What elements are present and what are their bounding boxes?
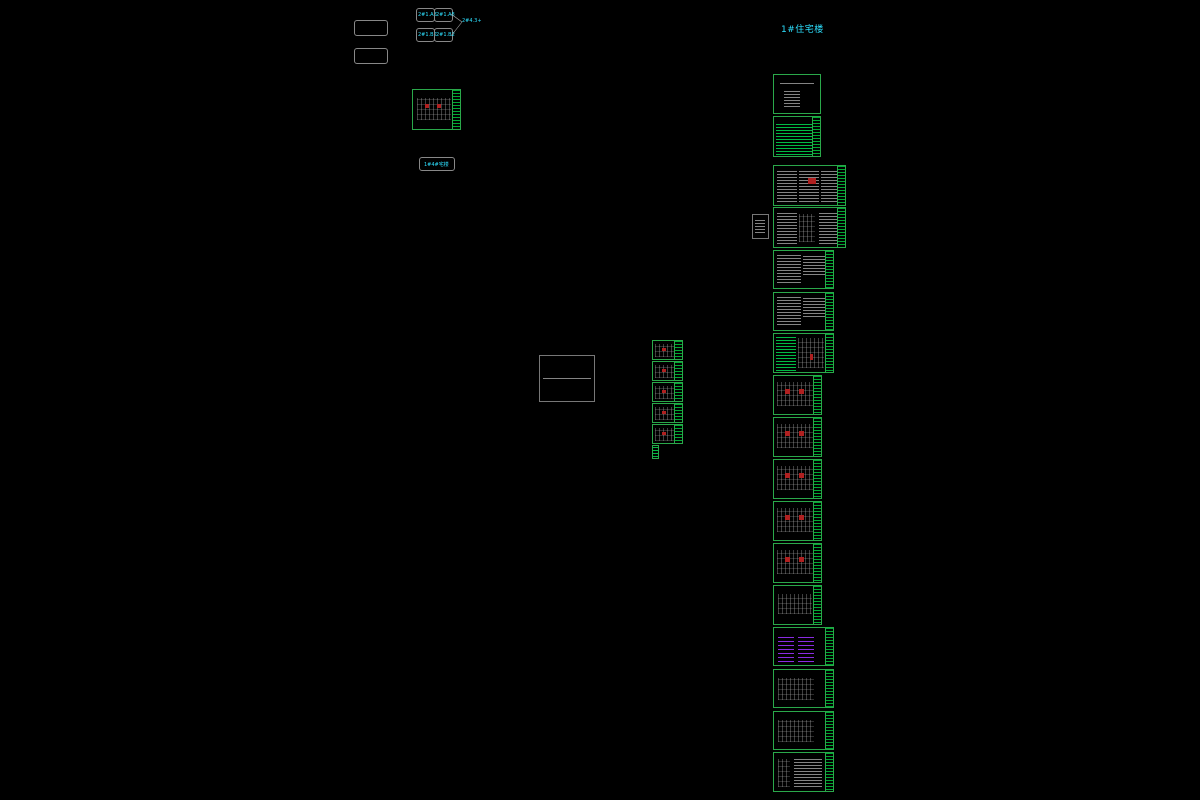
sheet-design-notes-2[interactable] (773, 207, 846, 248)
mid-sheet-legend (652, 445, 659, 459)
unit-box-a1: 2#1.A8 (416, 8, 437, 22)
mid-sheet-4[interactable] (652, 403, 683, 423)
sheet-details[interactable] (773, 752, 834, 792)
block-label: 1#4#宅楼 (424, 162, 449, 168)
sheet-floor-plan-1[interactable] (773, 375, 822, 415)
unit-box-b2: 2#1.B2 (434, 28, 455, 42)
mid-sheet-2[interactable] (652, 361, 683, 381)
combined-label: 2#4.3+ (462, 18, 482, 24)
sheet-floor-plan-5[interactable] (773, 543, 822, 583)
plan-sheet-left[interactable] (412, 89, 461, 130)
sheet-notes-3[interactable] (773, 250, 834, 289)
sheet-floor-plan-3[interactable] (773, 459, 822, 499)
sheet-floor-plan-4[interactable] (773, 501, 822, 541)
unit-outline-2 (354, 48, 388, 64)
main-title: 1#住宅楼 (781, 25, 824, 35)
sheet-notes-4[interactable] (773, 292, 834, 331)
sheet-floor-plan-2[interactable] (773, 417, 822, 457)
mid-sheet-1[interactable] (652, 340, 683, 360)
mid-sheet-3[interactable] (652, 382, 683, 402)
sheet-cover[interactable] (773, 74, 821, 114)
connector-lines (450, 13, 463, 37)
notes-box (539, 355, 595, 402)
sheet-elevation-3[interactable] (773, 711, 834, 750)
sheet-elevation-1[interactable] (773, 627, 834, 666)
sheet-roof-plan[interactable] (773, 585, 822, 625)
unit-box-b1-label: 2#1.B2 (418, 32, 437, 38)
sheet-design-notes-1[interactable] (773, 165, 846, 206)
small-note (752, 214, 769, 239)
block-outline: 1#4#宅楼 (419, 157, 455, 171)
sheet-index[interactable] (773, 116, 821, 157)
unit-outline-1 (354, 20, 388, 36)
unit-box-b1: 2#1.B2 (416, 28, 437, 42)
sheet-elevation-2[interactable] (773, 669, 834, 708)
mid-sheet-5[interactable] (652, 424, 683, 444)
unit-box-a1-label: 2#1.A8 (418, 12, 437, 18)
unit-box-a2-label: 2#1.A8 (436, 12, 455, 18)
unit-box-b2-label: 2#1.B2 (436, 32, 455, 38)
sheet-schedule[interactable] (773, 333, 834, 373)
